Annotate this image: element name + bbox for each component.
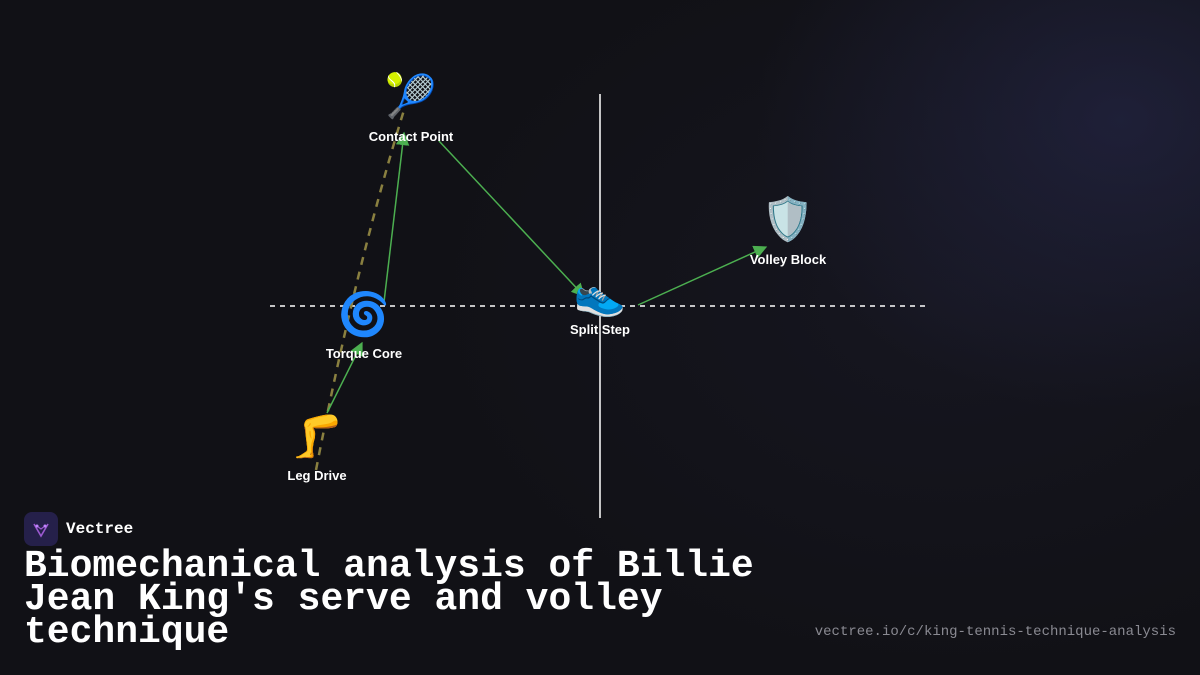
- edge-leg-to-torque: [326, 341, 363, 414]
- node-label: Volley Block: [750, 252, 827, 267]
- node-contact-point[interactable]: 🎾 Contact Point: [369, 71, 454, 145]
- edge-split-to-volley: [637, 245, 768, 306]
- node-label: Contact Point: [369, 129, 454, 144]
- cyclone-icon: 🌀: [338, 289, 390, 339]
- shield-icon: 🛡️: [762, 195, 814, 244]
- tennis-racket-icon: 🎾: [385, 71, 437, 121]
- source-url[interactable]: vectree.io/c/king-tennis-technique-analy…: [814, 624, 1176, 640]
- node-torque-core[interactable]: 🌀 Torque Core: [326, 289, 402, 362]
- running-shoe-icon: 👟: [574, 270, 626, 320]
- node-leg-drive[interactable]: 🦵 Leg Drive: [287, 412, 346, 484]
- leg-icon: 🦵: [291, 412, 343, 461]
- vectree-logo-icon: [24, 512, 58, 546]
- page-title: Biomechanical analysis of Billie Jean Ki…: [24, 545, 754, 654]
- brand-name: Vectree: [66, 520, 134, 538]
- edge-torque-to-contact: [383, 131, 410, 303]
- edges: [326, 131, 768, 414]
- edge-contact-to-split: [438, 140, 585, 297]
- node-volley-block[interactable]: 🛡️ Volley Block: [750, 195, 827, 268]
- node-label: Torque Core: [326, 346, 402, 361]
- node-label: Leg Drive: [287, 468, 346, 483]
- brand: Vectree: [24, 512, 133, 546]
- node-label: Split Step: [570, 322, 630, 337]
- node-split-step[interactable]: 👟 Split Step: [570, 270, 630, 338]
